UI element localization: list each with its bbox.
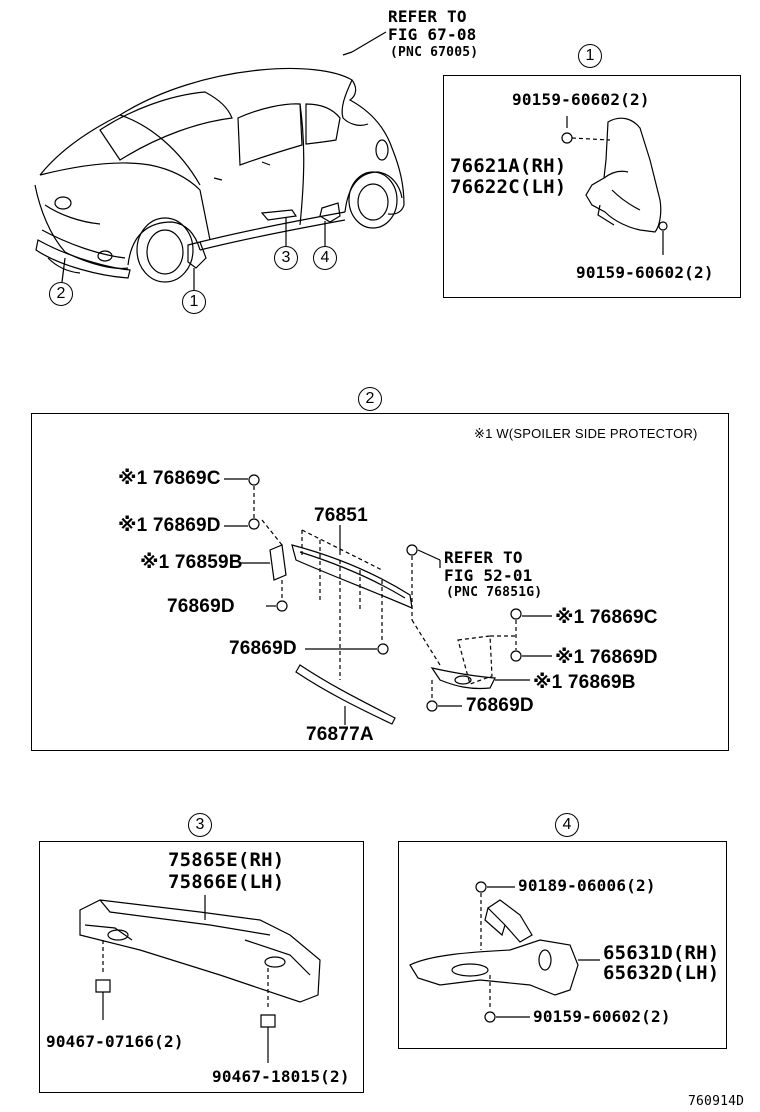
bracket-art <box>80 895 320 1063</box>
spoiler-assembly-art <box>224 475 552 725</box>
panel-3-part-lh[interactable]: 75866E(LH) <box>168 871 285 893</box>
panel-2-refer-line2: FIG 52-01 <box>444 566 533 585</box>
panel-1-callout: 1 <box>578 44 602 68</box>
panel-2-note: ※1 W(SPOILER SIDE PROTECTOR) <box>474 426 698 441</box>
panel-2-frame <box>31 413 729 751</box>
panel-2-right-c[interactable]: ※1 76869C <box>555 607 658 628</box>
panel-4-bolt-bottom[interactable]: 90159-60602(2) <box>533 1007 671 1026</box>
figure-code: 760914D <box>688 1094 745 1109</box>
panel-2-left-d[interactable]: ※1 76869D <box>118 515 221 536</box>
panel-3-part-rh[interactable]: 75865E(RH) <box>168 849 285 871</box>
callout-2-overview[interactable]: 2 <box>49 282 73 306</box>
panel-2-left-c[interactable]: ※1 76869C <box>118 468 221 489</box>
panel-2-refer-line1: REFER TO <box>444 548 523 567</box>
panel-4-part-rh[interactable]: 65631D(RH) <box>603 942 720 964</box>
panel-4-part-lh[interactable]: 65632D(LH) <box>603 962 720 984</box>
panel-2-callout: 2 <box>358 387 382 411</box>
panel-3-callout: 3 <box>188 813 212 837</box>
panel-2-left-b[interactable]: ※1 76859B <box>140 552 243 573</box>
panel-1-part-lh[interactable]: 76622C(LH) <box>450 176 567 198</box>
overview-refer-line1: REFER TO <box>388 7 467 26</box>
callout-3-overview[interactable]: 3 <box>274 246 298 270</box>
panel-2-center-top[interactable]: 76851 <box>314 505 368 526</box>
panel-1-frame <box>443 75 741 298</box>
panel-1-part-rh[interactable]: 76621A(RH) <box>450 155 567 177</box>
panel-2-refer-line3: (PNC 76851G) <box>446 585 543 600</box>
panel-2-right-b[interactable]: ※1 76869B <box>533 672 636 693</box>
callout-1-overview[interactable]: 1 <box>182 290 206 314</box>
car-illustration <box>35 32 404 290</box>
panel-2-center-bottom[interactable]: 76877A <box>306 724 374 745</box>
panel-3-bolt-right[interactable]: 90467-18015(2) <box>212 1067 350 1086</box>
panel-4-bolt-top[interactable]: 90189-06006(2) <box>518 876 656 895</box>
panel-4-callout: 4 <box>555 813 579 837</box>
panel-2-right-d2[interactable]: 76869D <box>466 695 534 716</box>
panel-1-part-bottom[interactable]: 90159-60602(2) <box>576 263 714 282</box>
overview-refer-line3: (PNC 67005) <box>390 45 479 60</box>
overview-refer-line2: FIG 67-08 <box>388 25 477 44</box>
panel-2-center-d[interactable]: 76869D <box>229 638 297 659</box>
panel-3-frame <box>39 841 364 1093</box>
panel-4-frame <box>398 841 727 1049</box>
panel-2-right-d[interactable]: ※1 76869D <box>555 647 658 668</box>
panel-3-bolt-left[interactable]: 90467-07166(2) <box>46 1032 184 1051</box>
panel-1-part-top[interactable]: 90159-60602(2) <box>512 90 650 109</box>
callout-4-overview[interactable]: 4 <box>313 246 337 270</box>
protector-art <box>410 882 600 1022</box>
mudguard-art <box>562 116 667 255</box>
panel-2-left-d2[interactable]: 76869D <box>167 596 235 617</box>
